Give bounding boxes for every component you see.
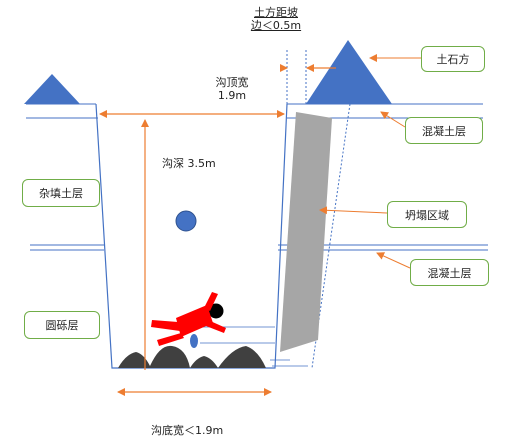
trench-top-width-label: 沟顶宽 1.9m [210, 76, 254, 102]
ball-icon [175, 210, 197, 232]
rubble [118, 345, 266, 368]
dimension-arrows [99, 64, 336, 396]
trench-top-width-line2: 1.9m [217, 89, 247, 102]
callout-gravel-layer: 圆砾层 [24, 311, 100, 339]
clearance-guides [286, 50, 351, 369]
concrete-layer-mid-lines [30, 244, 488, 251]
trench-depth-label: 沟深 3.5m [162, 157, 216, 170]
earth-pile-right [306, 40, 392, 104]
trench-top-width-line1: 沟顶宽 [215, 76, 249, 89]
callout-concrete-layer-top: 混凝土层 [405, 117, 483, 144]
callout-concrete-layer-mid: 混凝土层 [410, 259, 489, 286]
earth-clearance-line1: 土方距坡 [254, 6, 298, 19]
earth-clearance-label: 土方距坡 边＜0.5m [250, 6, 302, 32]
callout-leaders [319, 54, 421, 269]
ground-surface [26, 103, 483, 119]
callout-collapse-zone: 坍塌区域 [387, 201, 467, 228]
earth-pile-left [24, 74, 80, 104]
callout-earth-pile: 土石方 [421, 46, 485, 72]
fallen-person-icon [151, 292, 226, 346]
callout-fill-soil-layer: 杂填土层 [22, 179, 100, 207]
collapse-zone [280, 112, 332, 352]
dropped-object [190, 334, 198, 348]
earth-clearance-line2: 边＜0.5m [250, 19, 302, 32]
trench-bottom-width-label: 沟底宽＜1.9m [151, 424, 224, 437]
